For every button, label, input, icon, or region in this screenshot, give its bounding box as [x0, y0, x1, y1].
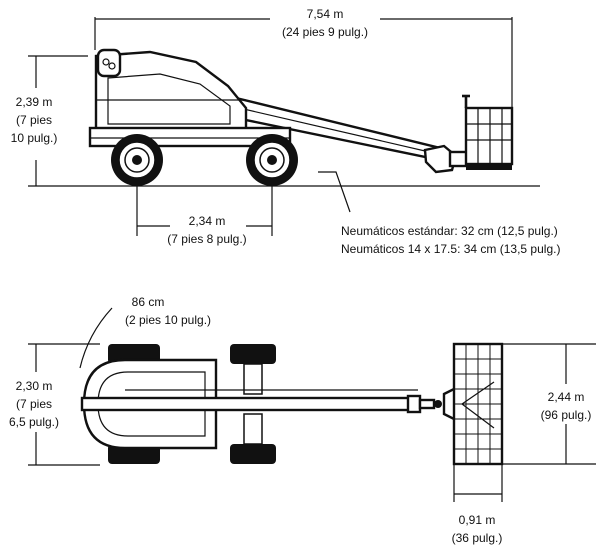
platform-depth-imperial-label: (36 pulg.): [452, 531, 503, 545]
height-metric-label: 2,39 m: [16, 95, 53, 109]
top-view: 86 cm (2 pies 10 pulg.) 2,30 m (7 pies 6…: [9, 295, 596, 545]
front-left-tire: [230, 344, 276, 364]
tail-swing-metric-label: 86 cm: [132, 295, 165, 309]
height-imperial-label-1: (7 pies: [16, 113, 52, 127]
rear-wheel: [111, 134, 163, 186]
platform-width-imperial-label: (96 pulg.): [541, 408, 592, 422]
platform-grid: [454, 344, 502, 464]
width-metric-label: 2,30 m: [16, 379, 53, 393]
wheelbase-metric-label: 2,34 m: [189, 214, 226, 228]
clearance-large-label: Neumáticos 14 x 17.5: 34 cm (13,5 pulg.): [341, 242, 560, 256]
boom-top: [80, 396, 420, 412]
height-imperial-label-2: 10 pulg.): [11, 131, 58, 145]
front-wheel: [246, 134, 298, 186]
tail-swing-arc: [79, 307, 113, 369]
wheelbase-imperial-label: (7 pies 8 pulg.): [167, 232, 246, 246]
platform-floor: [466, 164, 512, 170]
width-imperial-label-1: (7 pies: [16, 397, 52, 411]
clearance-leader: [318, 171, 351, 213]
front-right-tire: [230, 444, 276, 464]
length-metric-label: 7,54 m: [307, 7, 344, 21]
platform-side: [464, 106, 514, 166]
platform-depth-metric-label: 0,91 m: [459, 513, 496, 527]
platform-width-metric-label: 2,44 m: [548, 390, 585, 404]
length-imperial-label: (24 pies 9 pulg.): [282, 25, 368, 39]
width-imperial-label-2: 6,5 pulg.): [9, 415, 59, 429]
clearance-standard-label: Neumáticos estándar: 32 cm (12,5 pulg.): [341, 224, 558, 238]
side-view: 7,54 m (24 pies 9 pulg.) 2,39 m (7 pies …: [11, 7, 561, 256]
tail-swing-imperial-label: (2 pies 10 pulg.): [125, 313, 211, 327]
machine-side-profile: [88, 48, 514, 174]
wrist-rotator: [423, 144, 458, 174]
